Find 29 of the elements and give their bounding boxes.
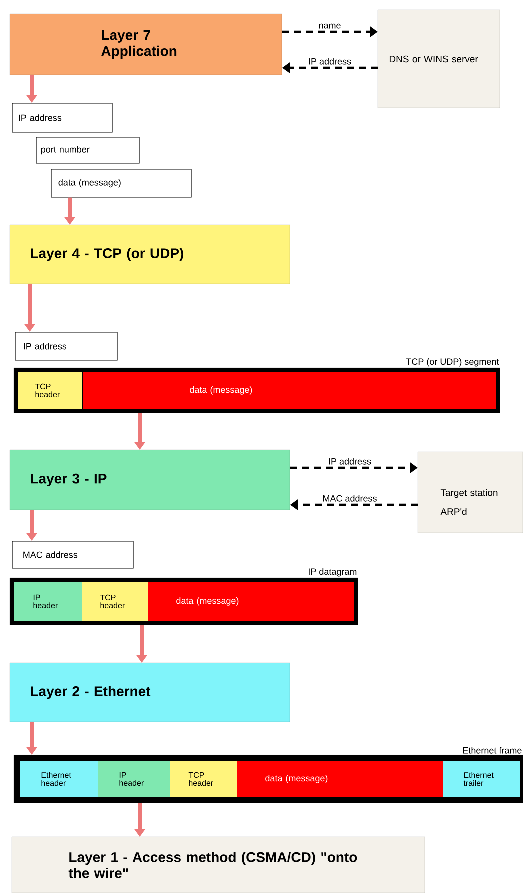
layer-box: Layer 2 - Ethernet xyxy=(10,663,290,722)
field-box: IP address xyxy=(15,332,118,361)
node-label: TCP (or UDP) segment xyxy=(406,358,500,367)
field-box: IP address xyxy=(12,103,113,133)
edge-label: IP address xyxy=(308,57,353,66)
field-box: data (message) xyxy=(51,169,192,198)
header-cell: Ethernet header xyxy=(20,761,98,798)
note-box: DNS or WINS server xyxy=(378,10,500,108)
header-cell: TCP header xyxy=(170,761,238,798)
field-box: MAC address xyxy=(12,541,134,569)
layer-box: Layer 3 - IP xyxy=(10,450,290,510)
data-cell: data (message) xyxy=(237,761,444,798)
edge-label: name xyxy=(318,22,342,30)
data-cell: data (message) xyxy=(83,372,496,410)
node-label: IP datagram xyxy=(309,568,357,577)
header-cell: TCP header xyxy=(82,582,148,622)
edge-label: MAC address xyxy=(322,494,378,503)
note-box: Target station ARP'd xyxy=(418,452,523,534)
header-cell: IP header xyxy=(14,582,82,622)
layer-box: Layer 1 - Access method (CSMA/CD) "onto the wire" xyxy=(12,837,426,894)
header-cell: Ethernet trailer xyxy=(443,761,520,798)
layer-box: Layer 7 Application xyxy=(10,14,282,76)
data-cell: data (message) xyxy=(148,582,354,622)
field-box: port number xyxy=(36,137,140,164)
header-cell: TCP header xyxy=(18,372,82,410)
node-label: Ethernet frame xyxy=(463,747,522,754)
edge-label: IP address xyxy=(328,457,373,466)
layer-box: Layer 4 - TCP (or UDP) xyxy=(10,225,290,284)
header-cell: IP header xyxy=(98,761,170,798)
